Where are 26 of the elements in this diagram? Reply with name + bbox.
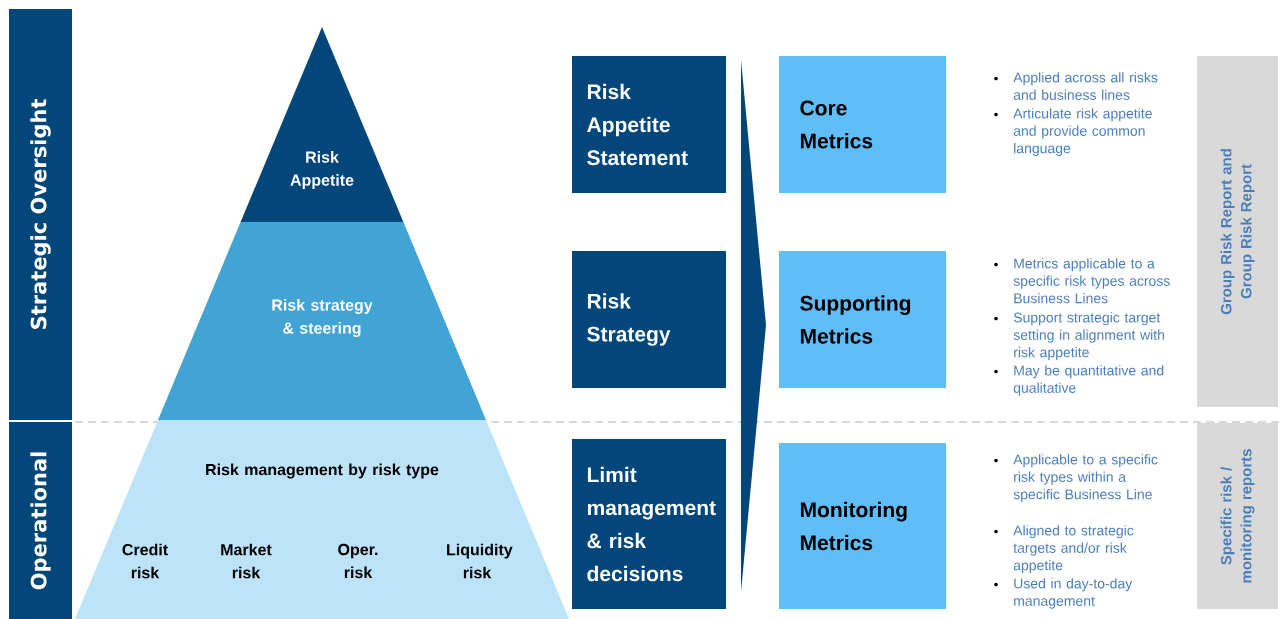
- risk-type-label: Market risk: [221, 543, 272, 579]
- bullet-text: Applied across all risks and business lines: [1013, 72, 1158, 100]
- side-band: Operational: [9, 422, 72, 619]
- bullet-text: Used in day-to-day management: [1014, 578, 1133, 609]
- stage-box: Risk Strategy: [572, 251, 726, 388]
- stage-box: Limit management & risk decisions: [572, 439, 726, 609]
- pyramid-middle: Risk strategy & steering: [158, 222, 486, 420]
- bullet-text: Articulate risk appetite and provide common language: [1013, 108, 1152, 157]
- metrics-box: Monitoring Metrics: [779, 443, 946, 609]
- risk-type-label: Oper. risk: [338, 543, 378, 579]
- side-band: Strategic Oversight: [9, 9, 72, 420]
- report-box: Group Risk Report and Group Risk Report: [1197, 56, 1278, 407]
- metrics-box: Supporting Metrics: [779, 251, 946, 388]
- bullet-text: Support strategic target setting in alignment with risk appetite: [1013, 312, 1164, 361]
- risk-type-label: Credit risk: [122, 543, 168, 579]
- report-box: Specific risk / monitoring reports: [1197, 423, 1278, 609]
- risk-type-label: Liquidity risk: [447, 543, 513, 579]
- bullet-text: May be quantitative and qualitative: [1013, 365, 1164, 396]
- stage-box: Risk Appetite Statement: [572, 56, 726, 193]
- bullet-text: Aligned to strategic targets and/or risk appetite: [1013, 525, 1134, 574]
- node-label: Strategic Oversight: [30, 99, 51, 329]
- bullet-text: Metrics applicable to a specific risk types across Business Lines: [1013, 258, 1170, 304]
- pyramid-top: Risk Appetite: [240, 27, 404, 222]
- metrics-box: Core Metrics: [779, 56, 946, 193]
- node-label: Operational: [30, 452, 51, 590]
- bullet-text: Applicable to a specific risk types within a specific Business Line: [1013, 454, 1158, 503]
